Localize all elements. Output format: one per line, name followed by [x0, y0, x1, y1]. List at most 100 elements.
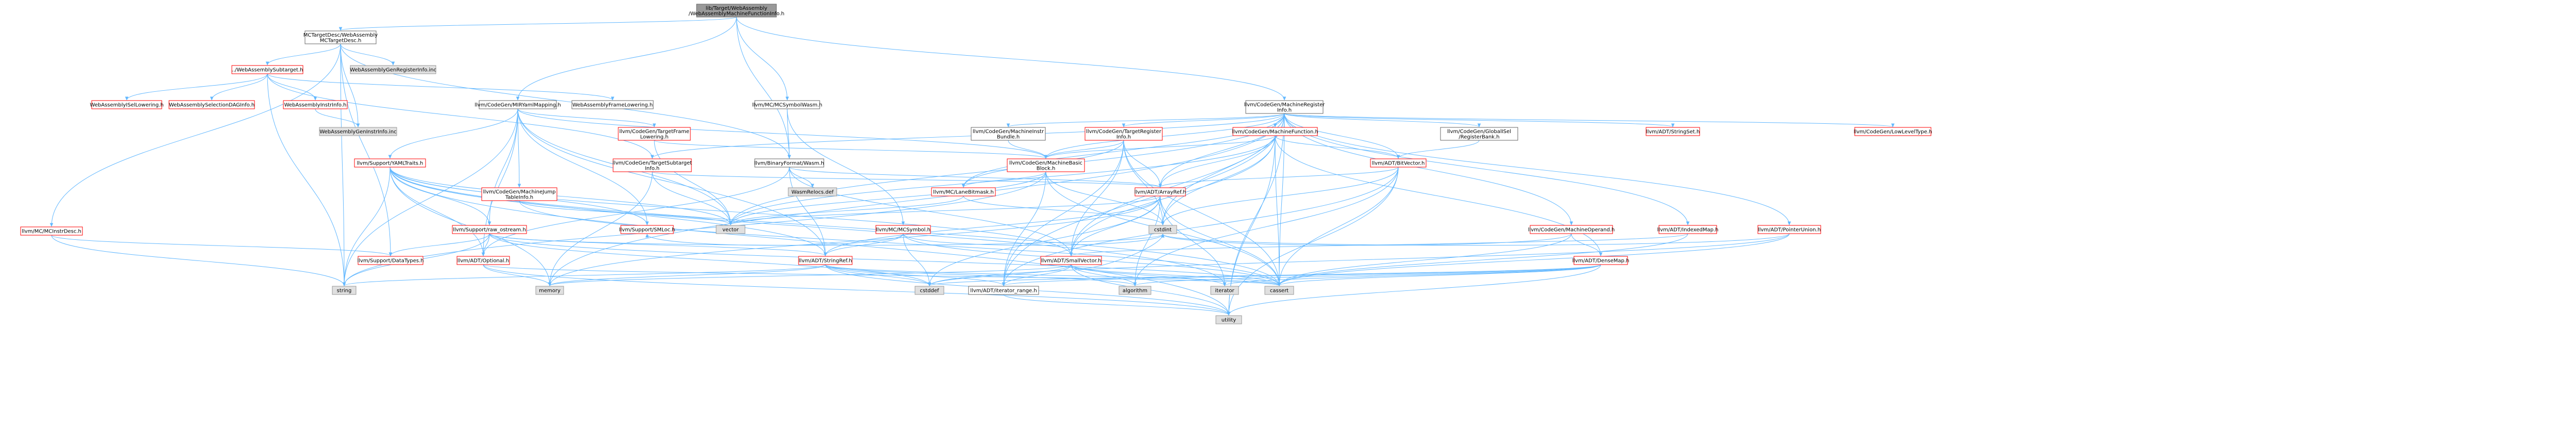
edge-wasmsubtarget-to-targetsubtargetinfo — [267, 73, 652, 158]
graph-node-iteratorrange[interactable]: llvm/ADT/iterator_range.h — [968, 286, 1039, 295]
edge-targetsubtargetinfo-to-arrayref — [652, 171, 1160, 187]
edge-bitvector-to-algorithm — [1135, 167, 1399, 286]
node-label: llvm/ADT/Optional.h — [457, 258, 509, 264]
edge-smallvector-to-iteratorrange — [1004, 264, 1072, 286]
edge-targetregisterinfo-to-smallvector — [1071, 140, 1124, 256]
graph-node-mcsymbolwasm[interactable]: llvm/MC/MCSymbolWasm.h — [752, 100, 822, 109]
graph-node-mcsymbol[interactable]: llvm/MC/MCSymbol.h — [875, 225, 931, 234]
graph-node-optional[interactable]: llvm/ADT/Optional.h — [456, 256, 510, 265]
graph-node-stringset[interactable]: llvm/ADT/StringSet.h — [1646, 127, 1700, 136]
graph-node-machinefunction[interactable]: llvm/CodeGen/MachineFunction.h — [1232, 127, 1318, 136]
node-box — [1440, 127, 1518, 141]
graph-node-instrinfo[interactable]: WebAssemblyInstrInfo.h — [283, 100, 348, 109]
graph-node-utility: utility — [1215, 315, 1242, 324]
graph-node-pointerunion[interactable]: llvm/ADT/PointerUnion.h — [1757, 225, 1821, 234]
edge-machineregisterinfo-to-utility — [1229, 113, 1285, 315]
node-label: llvm/ADT/SmallVector.h — [1041, 258, 1101, 264]
edge-optional-to-utility — [483, 264, 1229, 315]
graph-node-wasmsubtarget[interactable]: ../WebAssemblySubtarget.h — [231, 65, 303, 74]
graph-node-mclanebitmask[interactable]: llvm/MC/LaneBitmask.h — [931, 187, 996, 197]
edge-mctargetdesc-to-geninstrinfo — [340, 43, 358, 127]
node-label: /RegisterBank.h — [1459, 134, 1499, 140]
graph-node-lowleveltype[interactable]: llvm/CodeGen/LowLevelType.h — [1854, 127, 1932, 136]
graph-node-arrayref[interactable]: llvm/ADT/ArrayRef.h — [1134, 187, 1187, 197]
node-label: iterator — [1215, 288, 1234, 294]
node-label: llvm/BinaryFormat/Wasm.h — [754, 161, 824, 167]
graph-node-smallvector[interactable]: llvm/ADT/SmallVector.h — [1040, 256, 1102, 265]
edge-root-to-mirymlmapping — [518, 17, 737, 100]
edge-bitvector-to-iteratorrange — [1004, 167, 1399, 286]
node-label: MCTargetDesc.h — [320, 38, 362, 43]
graph-node-globalisel[interactable]: llvm/CodeGen/GlobalISel/RegisterBank.h — [1440, 127, 1518, 141]
edge-machineregisterinfo-to-machineoperand — [1284, 113, 1571, 225]
graph-node-selectiondaginfo[interactable]: WebAssemblySelectionDAGInfo.h — [168, 100, 255, 109]
node-box — [1210, 286, 1239, 295]
node-label: llvm/ADT/ArrayRef.h — [1134, 190, 1187, 195]
edge-wasmsubtarget-to-isellowering — [127, 73, 268, 100]
graph-node-stringref[interactable]: llvm/ADT/StringRef.h — [798, 256, 853, 265]
edge-optional-to-memory — [483, 264, 550, 286]
graph-node-wasmrelocs: WasmRelocs.def — [788, 187, 837, 197]
node-box — [358, 256, 423, 265]
edge-smallvector-to-memory — [550, 264, 1072, 286]
graph-node-framelowering[interactable]: WebAssemblyFrameLowering.h — [571, 100, 654, 109]
edge-rawostream-to-cstddef — [489, 233, 929, 286]
graph-node-indexedmap[interactable]: llvm/ADT/IndexedMap.h — [1657, 225, 1719, 234]
node-box — [754, 158, 824, 168]
edge-yamltraits-to-smallvector — [389, 167, 1071, 256]
edge-mirymlmapping-to-yamltraits — [390, 108, 518, 158]
edge-yamltraits-to-cassert — [389, 167, 1279, 286]
edge-mcsymbol-to-cstddef — [903, 233, 929, 286]
graph-node-datatypes[interactable]: llvm/Support/DataTypes.h — [357, 256, 424, 265]
graph-node-yamltraits[interactable]: llvm/Support/YAMLTraits.h — [354, 158, 426, 168]
node-box — [788, 187, 837, 197]
edge-root-to-binaryformatwasm — [736, 17, 790, 158]
edge-densemap-to-utility — [1229, 264, 1601, 315]
edge-targetsubtargetinfo-to-vector — [652, 171, 731, 225]
edge-yamltraits-to-utility — [389, 167, 1229, 315]
node-box — [618, 127, 691, 141]
graph-node-smloc[interactable]: llvm/Support/SMLoc.h — [619, 225, 675, 234]
node-label: llvm/CodeGen/MachineOperand.h — [1528, 227, 1615, 233]
edge-root-to-machineregisterinfo — [736, 17, 1285, 100]
edge-densemap-to-algorithm — [1135, 264, 1601, 286]
graph-node-machineoperand[interactable]: llvm/CodeGen/MachineOperand.h — [1528, 225, 1615, 234]
node-label: WasmRelocs.def — [791, 190, 834, 195]
edge-arrayref-to-cstddef — [929, 195, 1161, 286]
graph-node-rawostream[interactable]: llvm/Support/raw_ostream.h — [452, 225, 527, 234]
edge-machineinstrbundle-to-machinebasicblock — [1008, 140, 1046, 158]
edge-mirymlmapping-to-rawostream — [489, 108, 518, 225]
edge-machineregisterinfo-to-bitvector — [1284, 113, 1398, 158]
graph-node-densemap[interactable]: llvm/ADT/DenseMap.h — [1572, 256, 1630, 265]
edge-mcinstrdesc-to-string — [51, 235, 344, 286]
node-box — [754, 100, 820, 109]
node-label: cstddef — [920, 288, 939, 294]
graph-node-binaryformatwasm[interactable]: llvm/BinaryFormat/Wasm.h — [754, 158, 824, 168]
graph-node-mcinstrdesc[interactable]: llvm/MC/MCInstrDesc.h — [20, 226, 83, 236]
node-label: llvm/Support/DataTypes.h — [357, 258, 423, 264]
node-label: memory — [539, 288, 561, 294]
node-label: llvm/MC/MCInstrDesc.h — [22, 229, 81, 235]
graph-node-root[interactable]: lib/Target/WebAssembly/WebAssemblyMachin… — [688, 4, 785, 18]
graph-node-bitvector[interactable]: llvm/ADT/BitVector.h — [1370, 158, 1427, 168]
node-label: WebAssemblyGenRegisterInfo.inc — [350, 68, 436, 73]
node-label: llvm/ADT/IndexedMap.h — [1657, 227, 1719, 233]
node-label: vector — [722, 227, 739, 233]
graph-node-mirymlmapping[interactable]: llvm/CodeGen/MIRYamlMapping.h — [474, 100, 561, 109]
graph-node-isellowering[interactable]: WebAssemblyISelLowering.h — [90, 100, 164, 109]
node-box — [1530, 225, 1613, 234]
edge-machineoperand-to-cassert — [1279, 233, 1572, 286]
edge-smallvector-to-cassert — [1071, 264, 1279, 286]
node-label: llvm/CodeGen/TargetFrame — [619, 129, 689, 135]
edge-mcsymbol-to-cstdint — [903, 233, 1163, 246]
edge-smallvector-to-iterator — [1071, 264, 1225, 286]
edge-mclanebitmask-to-cstdint — [963, 195, 1163, 225]
